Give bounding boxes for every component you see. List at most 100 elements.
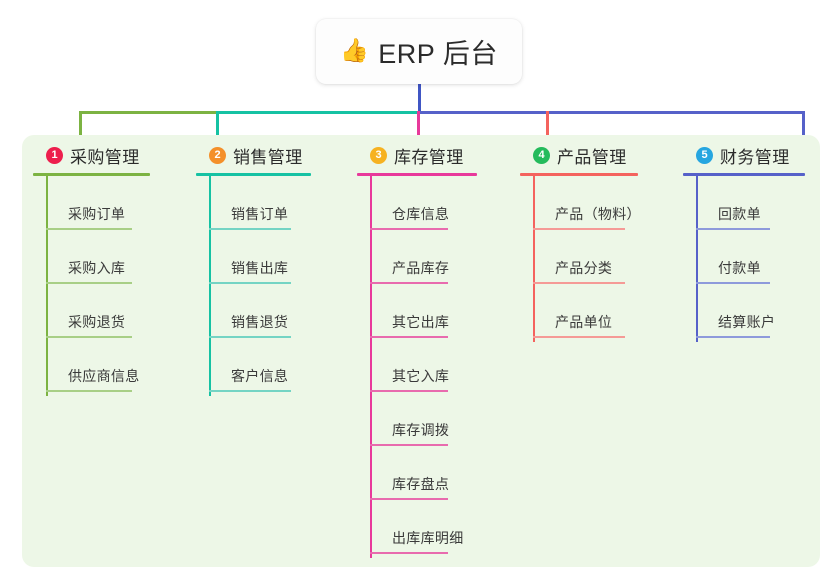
branch-child-item[interactable]: 销售出库 <box>196 234 336 288</box>
branch-child-label: 客户信息 <box>231 368 289 384</box>
branch-child-underline <box>370 552 448 554</box>
branch-child-item[interactable]: 销售退货 <box>196 288 336 342</box>
root-title-text: ERP 后台 <box>378 39 498 69</box>
branch-child-label: 出库库明细 <box>392 530 464 546</box>
branch-child-label: 结算账户 <box>718 314 776 330</box>
branch-child-item[interactable]: 回款单 <box>683 180 813 234</box>
branch-child-label: 供应商信息 <box>68 368 140 384</box>
branch-child-label: 库存盘点 <box>392 476 450 492</box>
branch-child-label: 库存调拨 <box>392 422 450 438</box>
root-stem-line <box>418 84 421 113</box>
branch-1: 1 采购管理采购订单采购入库采购退货供应商信息 <box>33 142 173 396</box>
root-node[interactable]: 👍 ERP 后台 <box>316 19 522 84</box>
trunk-segment-left <box>79 111 219 114</box>
branch-header-3[interactable]: 3 库存管理 <box>357 142 497 168</box>
branch-children-4: 产品（物料） 产品分类产品单位 <box>520 176 670 342</box>
branch-child-label: 其它入库 <box>392 368 450 384</box>
branch-child-label: 销售订单 <box>231 206 289 222</box>
branch-child-underline <box>46 390 132 392</box>
branch-child-label: 产品（物料） <box>555 206 641 222</box>
branch-child-underline <box>46 336 132 338</box>
branch-spine <box>533 176 535 342</box>
branch-child-item[interactable]: 客户信息 <box>196 342 336 396</box>
branch-child-label: 产品库存 <box>392 260 450 276</box>
branch-child-label: 销售退货 <box>231 314 289 330</box>
branch-header-4[interactable]: 4 产品管理 <box>520 142 670 168</box>
branch-number-badge: 1 <box>46 146 63 164</box>
branch-spine <box>209 176 211 396</box>
branch-child-label: 仓库信息 <box>392 206 450 222</box>
trunk-segment-mid <box>216 111 420 114</box>
branch-child-underline <box>370 336 448 338</box>
branch-child-underline <box>209 390 291 392</box>
branch-child-item[interactable]: 仓库信息 <box>357 180 497 234</box>
thumbs-up-icon: 👍 <box>340 37 370 63</box>
branch-child-underline <box>533 228 625 230</box>
branch-child-item[interactable]: 产品库存 <box>357 234 497 288</box>
branch-child-item[interactable]: 其它入库 <box>357 342 497 396</box>
branch-child-label: 采购入库 <box>68 260 126 276</box>
branch-title: 产品管理 <box>557 147 627 167</box>
branch-child-label: 销售出库 <box>231 260 289 276</box>
branch-child-underline <box>46 282 132 284</box>
branch-header-2[interactable]: 2 销售管理 <box>196 142 336 168</box>
branch-drop-5 <box>802 111 805 147</box>
branch-child-item[interactable]: 产品分类 <box>520 234 670 288</box>
branch-child-underline <box>209 228 291 230</box>
branch-number-badge: 2 <box>209 146 226 164</box>
trunk-segment-right <box>417 111 805 114</box>
branch-child-item[interactable]: 结算账户 <box>683 288 813 342</box>
branch-number-badge: 5 <box>696 146 713 164</box>
branch-spine <box>696 176 698 342</box>
branch-child-item[interactable]: 采购订单 <box>33 180 173 234</box>
branch-child-label: 回款单 <box>718 206 761 222</box>
branch-child-underline <box>533 282 625 284</box>
branch-child-item[interactable]: 产品（物料） <box>520 180 670 234</box>
branch-child-item[interactable]: 采购退货 <box>33 288 173 342</box>
branch-child-underline <box>370 282 448 284</box>
branch-child-item[interactable]: 其它出库 <box>357 288 497 342</box>
branch-child-label: 采购订单 <box>68 206 126 222</box>
branch-number-badge: 4 <box>533 146 550 164</box>
branch-child-item[interactable]: 产品单位 <box>520 288 670 342</box>
branch-drop-1 <box>79 111 82 147</box>
branch-child-underline <box>209 336 291 338</box>
branch-child-underline <box>370 498 448 500</box>
branch-panel-background <box>22 135 820 567</box>
branch-title: 销售管理 <box>233 147 303 167</box>
branch-child-underline <box>46 228 132 230</box>
branch-title: 库存管理 <box>394 147 464 167</box>
branch-underline <box>196 173 311 176</box>
branch-spine <box>46 176 48 396</box>
branch-title: 采购管理 <box>70 147 140 167</box>
branch-child-item[interactable]: 库存盘点 <box>357 450 497 504</box>
branch-child-label: 采购退货 <box>68 314 126 330</box>
branch-child-item[interactable]: 出库库明细 <box>357 504 497 558</box>
branch-child-item[interactable]: 销售订单 <box>196 180 336 234</box>
branch-child-underline <box>696 336 770 338</box>
branch-title: 财务管理 <box>720 147 790 167</box>
branch-children-3: 仓库信息产品库存其它出库其它入库库存调拨库存盘点出库库明细 <box>357 176 497 558</box>
branch-children-5: 回款单付款单结算账户 <box>683 176 813 342</box>
branch-child-item[interactable]: 采购入库 <box>33 234 173 288</box>
branch-3: 3 库存管理仓库信息产品库存其它出库其它入库库存调拨库存盘点出库库明细 <box>357 142 497 558</box>
branch-child-item[interactable]: 库存调拨 <box>357 396 497 450</box>
branch-child-item[interactable]: 供应商信息 <box>33 342 173 396</box>
branch-child-item[interactable]: 付款单 <box>683 234 813 288</box>
branch-header-1[interactable]: 1 采购管理 <box>33 142 173 168</box>
branch-child-underline <box>209 282 291 284</box>
branch-underline <box>520 173 638 176</box>
branch-child-label: 产品分类 <box>555 260 613 276</box>
branch-2: 2 销售管理销售订单销售出库销售退货客户信息 <box>196 142 336 396</box>
branch-5: 5 财务管理回款单付款单结算账户 <box>683 142 813 342</box>
branch-header-5[interactable]: 5 财务管理 <box>683 142 813 168</box>
branch-child-underline <box>696 228 770 230</box>
root-node-label: 👍 ERP 后台 <box>340 32 498 71</box>
branch-number-badge: 3 <box>370 146 387 164</box>
branch-child-underline <box>370 228 448 230</box>
branch-child-label: 产品单位 <box>555 314 613 330</box>
branch-child-label: 其它出库 <box>392 314 450 330</box>
branch-underline <box>357 173 477 176</box>
branch-children-1: 采购订单采购入库采购退货供应商信息 <box>33 176 173 396</box>
branch-child-underline <box>370 390 448 392</box>
